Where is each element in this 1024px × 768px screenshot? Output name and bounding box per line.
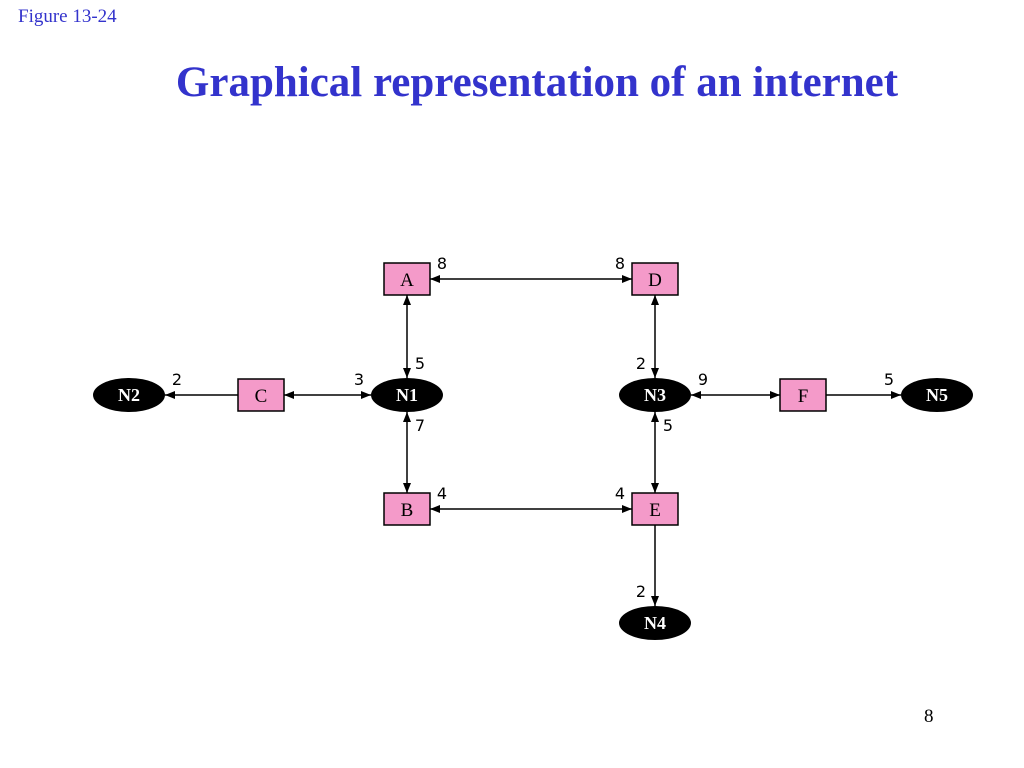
network-label: N4 [644, 613, 666, 633]
cost-f-n5-to: 5 [884, 370, 894, 389]
slide-title: Graphical representation of an internet [175, 59, 899, 106]
router-d: D [631, 262, 679, 296]
router-f: F [779, 378, 827, 412]
router-b: B [383, 492, 431, 526]
network-label: N1 [396, 385, 418, 405]
network-n1: N1 [371, 378, 443, 412]
network-n5: N5 [901, 378, 973, 412]
cost-b-e-from: 4 [437, 484, 447, 503]
cost-n3-f-from: 9 [698, 370, 708, 389]
network-label: N5 [926, 385, 948, 405]
router-c: C [237, 378, 285, 412]
cost-n3-e-from: 5 [663, 416, 673, 435]
cost-b-e-to: 4 [615, 484, 625, 503]
network-n2: N2 [93, 378, 165, 412]
network-n3: N3 [619, 378, 691, 412]
router-label: E [649, 500, 661, 521]
router-label: F [798, 386, 809, 407]
router-label: D [648, 270, 662, 291]
cost-a-d-to: 8 [615, 254, 625, 273]
costs-layer: 8 8 5 2 2 3 9 5 7 5 4 4 2 [172, 254, 894, 601]
cost-e-n4-to: 2 [636, 582, 646, 601]
links-layer [165, 275, 901, 606]
cost-a-n1-to: 5 [415, 354, 425, 373]
cost-c-n1-to: 3 [354, 370, 364, 389]
network-label: N2 [118, 385, 140, 405]
router-a: A [383, 262, 431, 296]
figure-label: Figure 13-24 [18, 6, 117, 27]
cost-d-n3-to: 2 [636, 354, 646, 373]
network-n4: N4 [619, 606, 691, 640]
cost-a-d-from: 8 [437, 254, 447, 273]
network-label: N3 [644, 385, 666, 405]
router-e: E [631, 492, 679, 526]
router-label: A [400, 270, 414, 291]
page-number: 8 [924, 706, 934, 727]
cost-n1-b-from: 7 [415, 416, 425, 435]
cost-c-n2-to: 2 [172, 370, 182, 389]
router-label: C [255, 386, 268, 407]
router-label: B [401, 500, 414, 521]
